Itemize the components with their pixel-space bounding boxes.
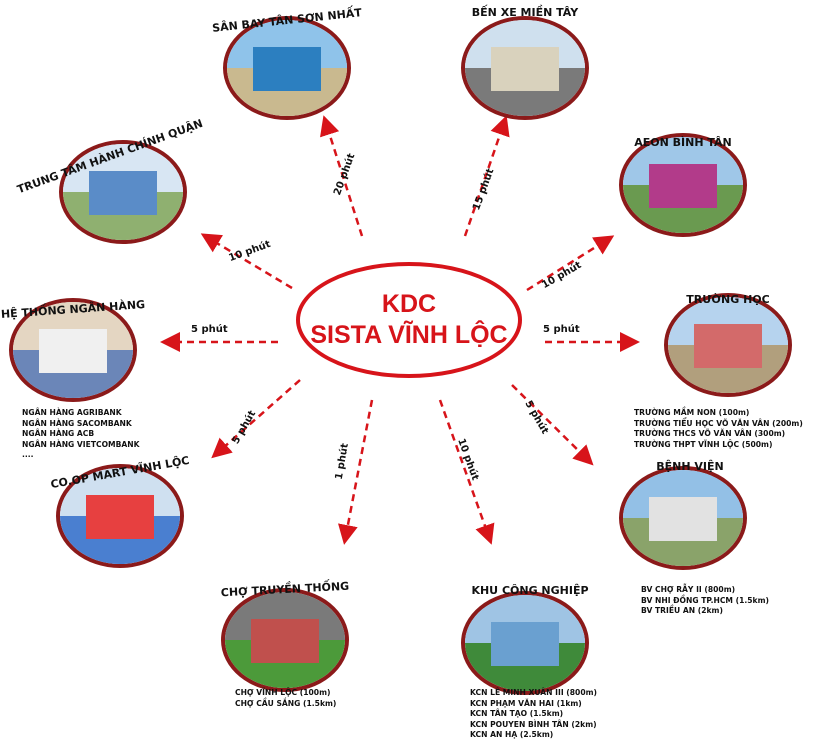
project-label-line2: SISTA VĨNH LỘC <box>310 321 508 349</box>
photo-trung-tam-hanh-chinh <box>59 140 187 244</box>
list-item: NGÂN HÀNG ACB <box>22 429 95 438</box>
title-ben-xe: BẾN XE MIỀN TÂY <box>471 6 579 19</box>
list-item: TRƯỜNG MẦM NON (100m) <box>634 408 750 417</box>
list-item: KCN PHẠM VĂN HAI (1km) <box>470 698 582 708</box>
list-item: NGÂN HÀNG VIETCOMBANK <box>22 439 140 449</box>
photo-truong-hoc <box>664 293 792 397</box>
arrow-coop-mart <box>211 379 301 459</box>
arrow-aeon <box>526 235 615 292</box>
photo-ben-xe <box>461 16 589 120</box>
photo-coop-mart <box>56 464 184 568</box>
title-truong-hoc: TRƯỜNG HỌC <box>686 293 770 306</box>
photo-san-bay <box>223 16 351 120</box>
project-label-line1: KDC <box>381 290 437 318</box>
photo-khu-cong-nghiep <box>461 591 589 695</box>
list-item: NGÂN HÀNG SACOMBANK <box>22 418 132 428</box>
arrow-trung-tam-hanh-chinh <box>200 233 293 290</box>
list-item: BV TRIỀU AN (2km) <box>641 606 723 615</box>
project-center-ellipse: KDC SISTA VĨNH LỘC <box>296 262 522 378</box>
list-item: KCN TÂN TẠO (1.5km) <box>470 709 564 718</box>
list-cho: CHỢ VĨNH LỘC (100m)CHỢ CẦU SẮNG (1.5km) <box>235 688 336 709</box>
list-item: BV NHI ĐỒNG TP.HCM (1.5km) <box>641 595 769 605</box>
list-item: NGÂN HÀNG AGRIBANK <box>22 408 122 417</box>
title-aeon: AEON BÌNH TÂN <box>634 136 732 149</box>
list-benh-vien: BV CHỢ RẪY II (800m)BV NHI ĐỒNG TP.HCM (… <box>641 585 769 617</box>
photo-cho <box>221 588 349 692</box>
list-item: TRƯỜNG TIỂU HỌC VÕ VĂN VÂN (200m) <box>634 418 803 428</box>
travel-time-truong-hoc: 5 phút <box>543 324 580 335</box>
photo-benh-vien <box>619 466 747 570</box>
arrow-cho <box>338 399 374 545</box>
arrow-san-bay <box>320 115 364 237</box>
arrow-khu-cong-nghiep <box>438 399 495 545</box>
list-khu-cong-nghiep: KCN LÊ MINH XUÂN III (800m)KCN PHẠM VĂN … <box>470 688 597 741</box>
list-truong-hoc: TRƯỜNG MẦM NON (100m)TRƯỜNG TIỂU HỌC VÕ … <box>634 408 803 450</box>
travel-time-ngan-hang: 5 phút <box>191 324 228 335</box>
list-item: KCN LÊ MINH XUÂN III (800m) <box>470 688 598 697</box>
list-item: TRƯỜNG THPT VĨNH LỘC (500m) <box>634 439 773 449</box>
arrow-ben-xe <box>463 115 510 237</box>
list-item: CHỢ VĨNH LỘC (100m) <box>235 688 331 697</box>
title-khu-cong-nghiep: KHU CÔNG NGHIỆP <box>471 584 589 597</box>
photo-aeon <box>619 133 747 237</box>
list-item: TRƯỜNG THCS VÕ VĂN VÂN (300m) <box>634 429 786 438</box>
list-item: CHỢ CẦU SẮNG (1.5km) <box>235 698 337 708</box>
list-item: KCN AN HẠ (2.5km) <box>470 730 554 739</box>
list-item: BV CHỢ RẪY II (800m) <box>641 585 736 594</box>
title-benh-vien: BỆNH VIỆN <box>656 460 724 473</box>
list-item: .... <box>22 450 34 459</box>
photo-ngan-hang <box>9 298 137 402</box>
arrow-benh-vien <box>511 384 594 466</box>
list-item: KCN POUYEN BÌNH TÂN (2km) <box>470 719 597 729</box>
